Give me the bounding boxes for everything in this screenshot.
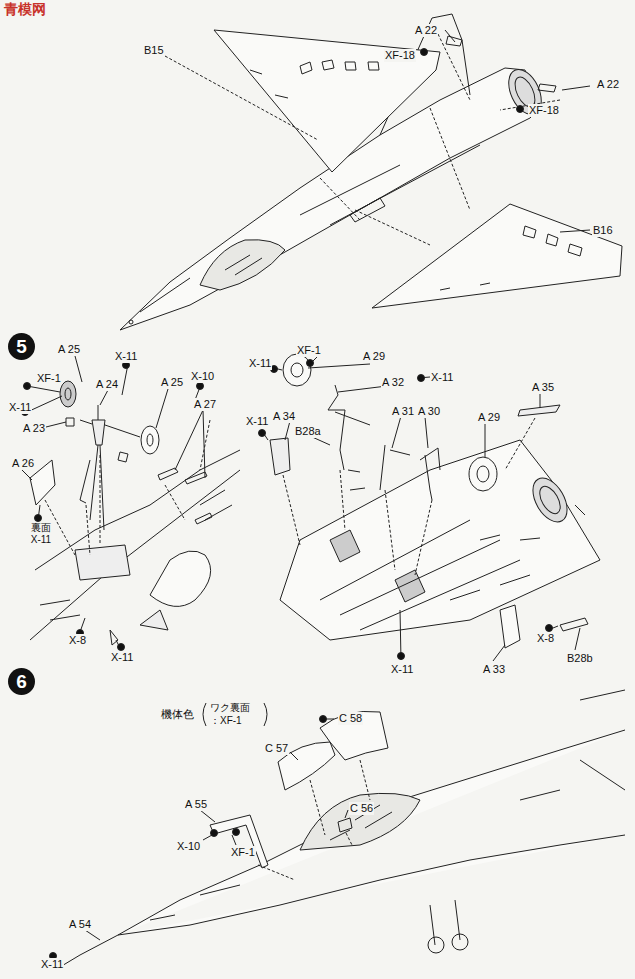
part-number: A 26	[11, 457, 35, 470]
paint-dots	[22, 362, 204, 651]
part-number: A 35	[531, 381, 555, 394]
watermark: 青模网	[3, 1, 47, 17]
paint-code: ：XF-1	[209, 715, 243, 727]
paint-dots	[259, 360, 553, 660]
paint-code: X-10	[190, 370, 215, 383]
part-number: A 24	[95, 378, 119, 391]
note-text: ワク裏面	[209, 702, 251, 714]
leader-lines	[262, 356, 580, 661]
part-number: C 58	[338, 712, 363, 725]
part-number: A 22	[414, 24, 438, 37]
canopy-parts	[55, 711, 388, 970]
paint-code: 裏面 X-11	[27, 522, 55, 545]
part-number: B28a	[294, 425, 322, 438]
paint-code: X-11	[40, 958, 64, 971]
paint-code: X-11	[114, 350, 138, 363]
paint-dots	[421, 49, 524, 113]
paint-code: XF-18	[528, 104, 560, 117]
wing-b16	[372, 204, 622, 308]
step-number: 5	[8, 333, 35, 360]
paint-code: X-11	[248, 357, 272, 370]
wing-underside	[280, 440, 600, 640]
paint-code: X-8	[536, 632, 555, 645]
part-number: C 56	[349, 802, 374, 815]
part-number: B15	[143, 44, 165, 57]
leader-lines	[55, 719, 348, 964]
paint-dots	[50, 716, 327, 960]
paint-code: XF-1	[230, 846, 256, 859]
paint-code: XF-18	[384, 49, 416, 62]
paint-code: X-11	[245, 415, 269, 428]
part-number: A 29	[362, 350, 386, 363]
leader-lines	[445, 30, 590, 232]
paint-code: XF-1	[296, 344, 322, 357]
leader-lines	[22, 356, 205, 648]
step-label: 6	[16, 671, 27, 693]
paint-code: XF-1	[36, 372, 62, 385]
leader-lines	[165, 34, 560, 245]
part-number: B28b	[566, 652, 594, 665]
paint-code: X-11	[430, 371, 454, 384]
part-number: A 25	[57, 343, 81, 356]
part-number: A 29	[477, 411, 501, 424]
part-number: A 23	[22, 422, 46, 435]
paint-code: X-8	[68, 634, 87, 647]
paint-code: X-10	[176, 840, 201, 853]
part-number: A 25	[160, 376, 184, 389]
nose-canopy	[118, 690, 625, 953]
paint-code: X-11	[110, 651, 134, 664]
main-gear	[270, 354, 588, 648]
paint-code: X-11	[8, 401, 32, 414]
brackets	[203, 703, 267, 726]
part-number: A 33	[482, 663, 506, 676]
part-number: A 27	[193, 398, 217, 411]
step-number: 6	[8, 668, 35, 695]
paint-code: X-11	[390, 663, 414, 676]
leader-lines	[283, 418, 535, 575]
leader-lines	[258, 760, 370, 880]
part-number: A 31	[391, 405, 415, 418]
part-number: A 30	[417, 405, 441, 418]
part-number: A 54	[68, 918, 92, 931]
wing-b15	[214, 30, 440, 172]
part-number: B16	[592, 224, 614, 237]
part-number: C 57	[264, 742, 289, 755]
part-number: A 22	[596, 78, 620, 91]
part-number: A 55	[184, 798, 208, 811]
nose-gear	[30, 381, 212, 530]
nose-underside	[30, 450, 240, 645]
note-text: 機体色	[160, 708, 195, 721]
leader-lines	[45, 420, 210, 555]
step-label: 5	[16, 336, 27, 358]
part-number: A 34	[272, 410, 296, 423]
part-number: A 32	[381, 376, 405, 389]
